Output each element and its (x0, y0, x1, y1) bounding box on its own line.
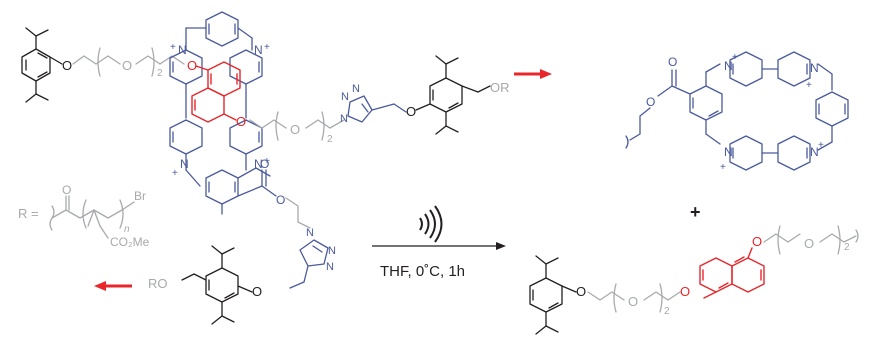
rotaxane-cyclophane (169, 11, 277, 215)
r-group-prefix: R = (18, 206, 39, 221)
triazole-n-2: N (352, 83, 360, 95)
product-charge-1: + (732, 52, 738, 63)
product-n-1: N (724, 59, 733, 73)
plus-sign: + (690, 202, 701, 222)
product-oxygen-ester: O (646, 95, 655, 109)
product-n-4: N (810, 145, 819, 159)
nitrogen-2: N (254, 43, 263, 57)
oxygen-stopper-right: O (406, 104, 416, 119)
reaction-arrow (372, 242, 506, 250)
product-macrocycle: O O N + N + N + N + (625, 51, 849, 173)
product-subscript-mid: 2 (664, 306, 670, 317)
product-spacer-mid (587, 283, 681, 313)
ro-right: OR (490, 80, 510, 95)
product-oxygen-2: O (628, 294, 638, 309)
oxygen-stopper-bottom: O (252, 284, 262, 299)
left-stopper-aryl-ring (21, 27, 63, 103)
product-oxygen-5: O (804, 236, 814, 251)
product-n-3: N (724, 145, 733, 159)
r-group-bonds (49, 195, 135, 239)
upper-triazole (347, 95, 407, 123)
oxygen-naphthalene-b: O (236, 114, 246, 129)
red-arrow-left (94, 281, 132, 291)
reaction-conditions: THF, 0˚C, 1h (380, 263, 465, 280)
oxygen-mid-thread: O (290, 122, 300, 137)
rotaxane-nitrogen-labels: N + N + N + N + (170, 42, 270, 179)
oxygen-naphthalene-a: O (187, 58, 197, 73)
rotaxane-naphthalene (191, 61, 241, 123)
nitrogen-1: N (178, 43, 187, 57)
triazole-n-4: N (306, 227, 314, 239)
product-oxygen-3: O (680, 284, 690, 299)
r-group-n: n (124, 224, 130, 235)
subscript-top: 2 (157, 68, 163, 79)
product-spacer-right (763, 225, 859, 255)
product-charge-4: + (818, 140, 824, 151)
r-group-oxygen: O (62, 183, 71, 197)
bottom-stopper-ring (181, 245, 253, 325)
oxygen-ester-rotaxane: O (276, 193, 285, 207)
red-arrow-right (514, 69, 552, 79)
rotaxane: O O 2 (21, 11, 510, 325)
mid-thread-spacer (249, 111, 345, 141)
nitrogen-4: N (254, 157, 263, 171)
top-thread-spacer (72, 47, 161, 77)
product-n-2: N (810, 61, 819, 75)
r-group-br: Br (134, 189, 146, 203)
product-oxygen-4: O (752, 234, 762, 249)
product-charge-2: + (806, 80, 812, 91)
triazole-n-6: N (326, 261, 334, 273)
triazole-n-3: N (340, 113, 348, 125)
product-oxygen-carbonyl: O (668, 55, 677, 69)
triazole-n-1: N (341, 91, 349, 103)
lower-triazole (289, 239, 329, 289)
nitrogen-3: N (180, 157, 189, 171)
product-charge-3: + (720, 162, 726, 173)
charge-1: + (170, 42, 176, 53)
oxygen-carbonyl-rotaxane: O (260, 157, 269, 171)
oxygen-stopper-top: O (62, 58, 72, 73)
ro-left: RO (148, 276, 168, 291)
right-stopper-ring (415, 55, 491, 135)
ultrasound-icon (419, 205, 443, 243)
product-stopper-ring (529, 255, 577, 335)
product-oxygen-1: O (576, 284, 586, 299)
product-thread: O O 2 O O O 2 (529, 225, 859, 335)
product-cyclophane-bonds (625, 51, 849, 171)
charge-4: + (264, 156, 270, 167)
charge-2: + (264, 42, 270, 53)
lower-thread (285, 197, 311, 229)
thread-linker-into-ring (159, 55, 185, 65)
r-group-definition: R = O n Br CO₂Me (18, 183, 150, 249)
triazole-n-5: N (328, 245, 336, 257)
charge-3: + (172, 168, 178, 179)
product-naphthalene (699, 247, 765, 299)
subscript-mid: 2 (327, 134, 333, 145)
oxygen-top-thread: O (122, 58, 132, 73)
r-group-ester: CO₂Me (110, 235, 150, 249)
product-subscript-right: 2 (844, 242, 850, 253)
